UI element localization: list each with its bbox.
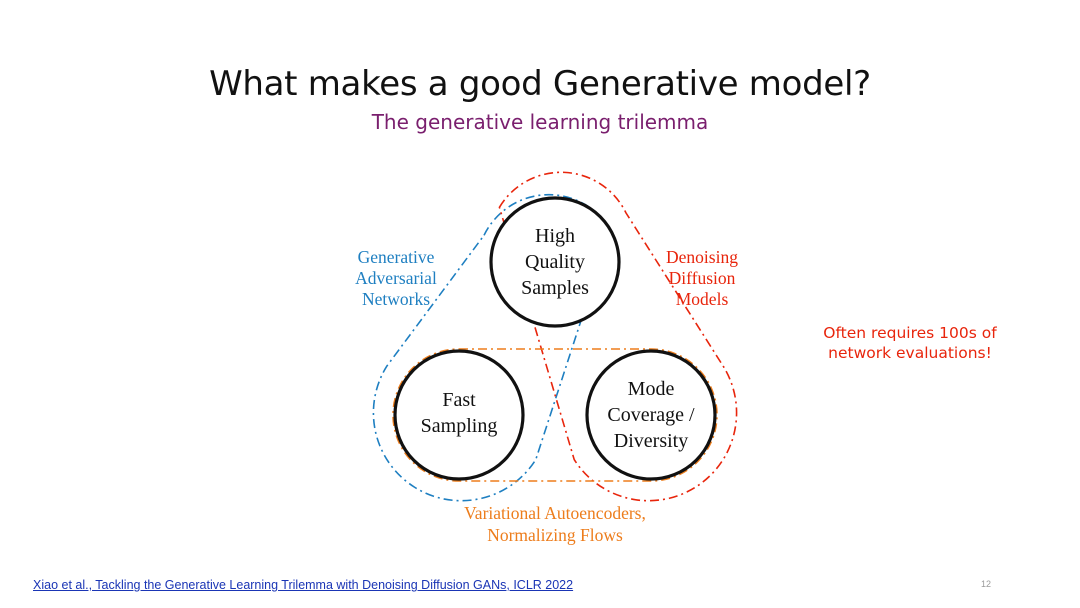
vae-label-2: Normalizing Flows [487, 525, 623, 545]
sampling-cost-note: Often requires 100s of network evaluatio… [800, 323, 1020, 363]
vae-label-1: Variational Autoencoders, [464, 503, 646, 523]
diffusion-label-3: Models [676, 289, 729, 309]
gan-boundary [372, 193, 612, 502]
high-quality-label-1: High [535, 225, 575, 247]
fast-sampling-label-2: Sampling [421, 415, 498, 437]
vae-boundary [392, 348, 718, 482]
high-quality-label-2: Quality [525, 251, 585, 273]
slide-subtitle: The generative learning trilemma [371, 110, 709, 134]
note-line-2: network evaluations! [828, 344, 992, 362]
mode-coverage-label-2: Coverage / [607, 404, 695, 426]
mode-coverage-node [585, 349, 717, 481]
slide-title: What makes a good Generative model? [209, 64, 871, 104]
note-line-1: Often requires 100s of [823, 324, 997, 342]
fast-sampling-label-1: Fast [442, 389, 476, 411]
citation-link[interactable]: Xiao et al., Tackling the Generative Lea… [33, 578, 574, 592]
diffusion-label-2: Diffusion [669, 268, 736, 288]
fast-sampling-node [393, 349, 525, 481]
diffusion-label-1: Denoising [666, 247, 738, 267]
page-number: 12 [980, 579, 991, 589]
mode-coverage-label-1: Mode [628, 378, 675, 400]
gan-label-2: Adversarial [355, 268, 437, 288]
gan-label-3: Networks [362, 289, 430, 309]
high-quality-label-3: Samples [521, 277, 589, 299]
high-quality-node [489, 196, 621, 328]
gan-label-1: Generative [358, 247, 435, 267]
diffusion-boundary [498, 171, 738, 502]
mode-coverage-label-3: Diversity [614, 430, 688, 452]
